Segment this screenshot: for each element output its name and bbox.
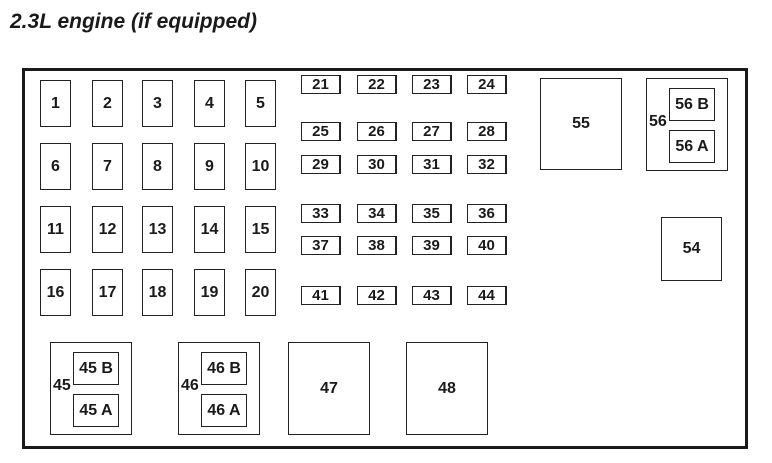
relay-47: 47 [288,342,370,435]
mini-fuse: 24 [467,75,507,94]
mini-fuse: 34 [357,204,397,223]
fuse: 7 [92,143,123,190]
mini-fuse: 22 [357,75,397,94]
mini-fuse: 37 [301,236,341,255]
fuse: 8 [142,143,173,190]
mini-fuse: 41 [301,286,341,305]
mini-fuse: 39 [412,236,452,255]
fuse: 19 [194,269,225,316]
relay-45-label: 45 [53,377,71,394]
relay-48: 48 [406,342,488,435]
relay-45-a: 45 A [73,394,119,427]
mini-fuse: 26 [357,122,397,141]
fuse: 20 [245,269,276,316]
fuse: 9 [194,143,225,190]
mini-fuse: 31 [412,155,452,174]
fuse: 6 [40,143,71,190]
mini-fuse: 25 [301,122,341,141]
mini-fuse: 38 [357,236,397,255]
relay-45-b: 45 B [73,352,119,385]
relay-46-a: 46 A [201,394,247,427]
mini-fuse: 35 [412,204,452,223]
mini-fuse: 44 [467,286,507,305]
relay-56-b: 56 B [669,88,715,121]
mini-fuse: 33 [301,204,341,223]
fuse: 13 [142,206,173,253]
mini-fuse: 28 [467,122,507,141]
mini-fuse: 30 [357,155,397,174]
relay-54: 54 [661,217,722,281]
mini-fuse: 27 [412,122,452,141]
fuse: 15 [245,206,276,253]
relay-55: 55 [540,78,622,170]
fuse: 2 [92,80,123,127]
fuse: 16 [40,269,71,316]
fuse: 1 [40,80,71,127]
fuse: 14 [194,206,225,253]
relay-56-a: 56 A [669,130,715,163]
fuse-box-outline [22,68,748,449]
fuse: 17 [92,269,123,316]
mini-fuse: 42 [357,286,397,305]
mini-fuse: 29 [301,155,341,174]
fuse: 4 [194,80,225,127]
mini-fuse: 23 [412,75,452,94]
mini-fuse: 32 [467,155,507,174]
fuse: 5 [245,80,276,127]
fuse: 12 [92,206,123,253]
mini-fuse: 36 [467,204,507,223]
relay-46-b: 46 B [201,352,247,385]
fuse: 18 [142,269,173,316]
relay-46-label: 46 [181,377,199,394]
diagram-title: 2.3L engine (if equipped) [10,10,257,33]
mini-fuse: 43 [412,286,452,305]
fuse: 11 [40,206,71,253]
relay-56-label: 56 [649,113,667,130]
mini-fuse: 21 [301,75,341,94]
mini-fuse: 40 [467,236,507,255]
fuse: 3 [142,80,173,127]
fuse: 10 [245,143,276,190]
